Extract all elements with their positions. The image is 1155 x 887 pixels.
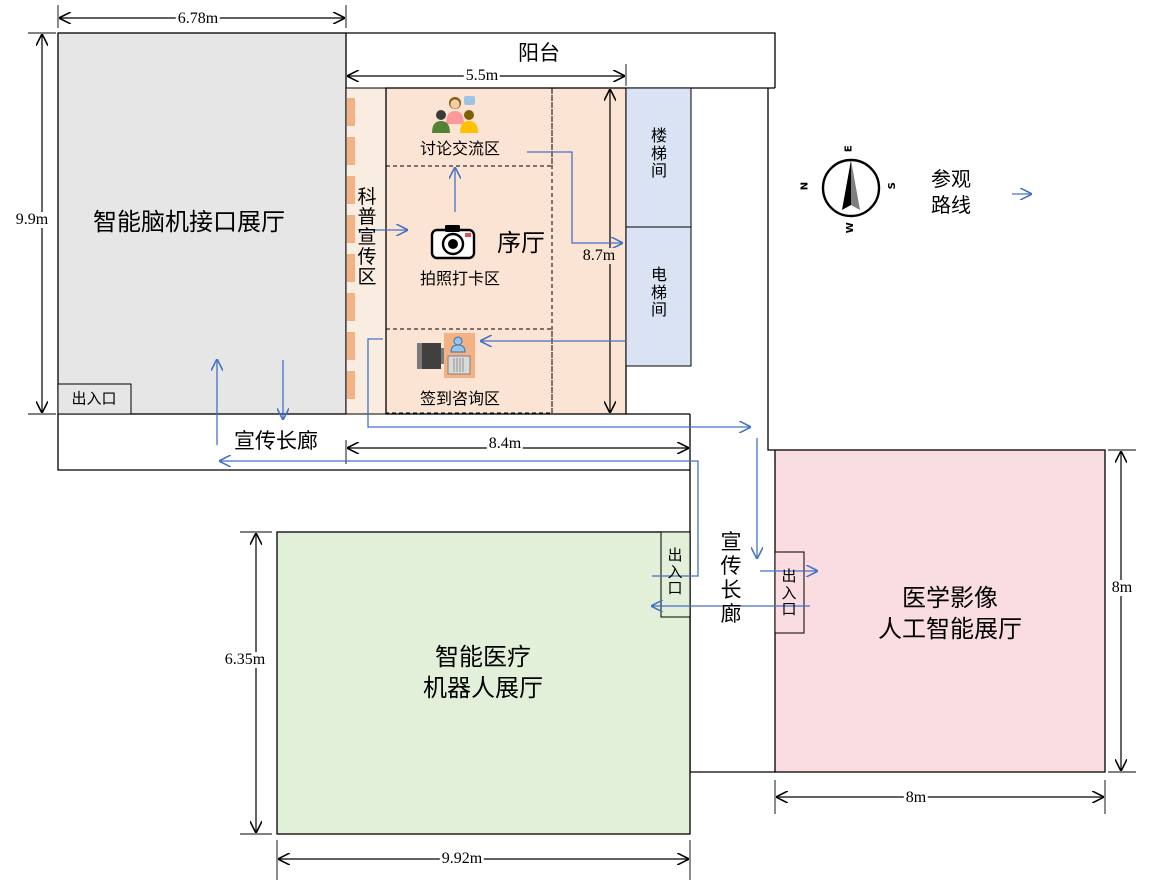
compass-e: E <box>843 145 855 153</box>
dim-robot-width: 9.92m <box>439 850 485 867</box>
signin-zone-label: 签到咨询区 <box>419 388 501 408</box>
signin-zone-outline <box>385 328 553 414</box>
bci-hall-label: 智能脑机接口展厅 <box>93 208 285 237</box>
dim-bci-width: 6.78m <box>175 10 221 27</box>
science-zone-label: 科普宣传区 <box>357 186 377 288</box>
photo-zone-label: 拍照打卡区 <box>419 268 501 288</box>
bci-exit-label: 出入口 <box>71 389 117 408</box>
camera-icon <box>430 225 476 260</box>
elevator-label: 电梯间 <box>650 265 667 320</box>
route-legend-label: 参观 路线 <box>931 167 971 217</box>
imaging-exit-box <box>774 551 805 634</box>
imaging-exit-label: 出入口 <box>781 567 797 618</box>
balcony-label: 阳台 <box>518 40 560 65</box>
visit-route <box>217 151 1031 606</box>
route-discussion-to-elevator <box>527 151 622 243</box>
science-panels <box>347 98 355 399</box>
compass-icon <box>821 158 881 218</box>
dim-corridor-length: 8.4m <box>486 435 524 452</box>
dim-imaging-height: 8m <box>1109 579 1135 596</box>
robot-hall-label: 智能医疗 机器人展厅 <box>423 642 543 702</box>
stairs-label: 楼梯间 <box>650 126 667 181</box>
robot-exit-box <box>660 531 691 618</box>
route-signin-to-corridor <box>367 338 750 427</box>
corridor-v-label: 宣传长廊 <box>720 530 742 627</box>
foyer-label: 序厅 <box>497 229 545 258</box>
route-robot-to-corridor <box>220 461 699 577</box>
dim-foyer-width: 5.5m <box>463 67 501 84</box>
stairs-room <box>625 87 692 228</box>
bci-hall-room <box>57 32 347 415</box>
dim-imaging-width: 8m <box>903 789 929 806</box>
people-icon <box>432 96 478 133</box>
imaging-hall-label: 医学影像 人工智能展厅 <box>878 583 1022 643</box>
signin-desk-icon <box>417 333 475 378</box>
discussion-zone-label: 讨论交流区 <box>419 138 501 158</box>
dim-robot-height: 6.35m <box>222 651 268 668</box>
dim-foyer-height: 8.7m <box>580 247 618 264</box>
compass-w: W <box>844 222 856 234</box>
elevator-room <box>625 226 692 367</box>
imaging-hall-room <box>774 449 1106 773</box>
dim-bci-height: 9.9m <box>13 211 51 228</box>
compass-n: N <box>799 181 811 191</box>
corridor-h-label: 宣传长廊 <box>234 428 318 453</box>
robot-hall-room <box>276 531 691 835</box>
compass-s: S <box>886 182 898 190</box>
robot-exit-label: 出入口 <box>667 546 683 597</box>
bci-exit-box <box>57 383 132 415</box>
